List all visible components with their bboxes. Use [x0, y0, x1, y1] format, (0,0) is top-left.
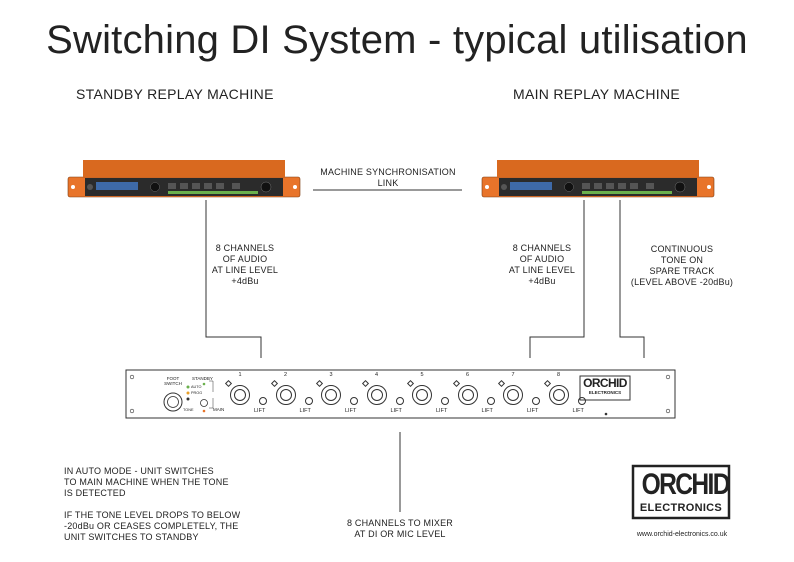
sync-link-line2: LINK — [377, 178, 399, 188]
main-audio-label: 8 CHANNELS OF AUDIO AT LINE LEVEL +4dBu — [487, 243, 597, 287]
sync-link-label: MACHINE SYNCHRONISATION LINK — [305, 167, 471, 189]
orchid-logo-bottom: ELECTRONICS — [639, 502, 723, 514]
main-audio-line2: OF AUDIO — [519, 254, 565, 264]
standby-audio-label: 8 CHANNELS OF AUDIO AT LINE LEVEL +4dBu — [190, 243, 300, 287]
xlr-inner-ring — [461, 389, 474, 401]
lift-label: LIFT — [390, 408, 402, 414]
auto-note-line4: IF THE TONE LEVEL DROPS TO BELOW — [64, 510, 241, 520]
tone-line4: (LEVEL ABOVE -20dBu) — [630, 277, 734, 287]
foot-switch-jack — [163, 392, 183, 412]
mixer-line1: 8 CHANNELS TO MIXER — [347, 518, 453, 528]
foot-switch-label-line2: SWITCH — [164, 381, 182, 386]
xlr-inner-ring — [370, 389, 383, 401]
orchid-logo-top: ORCHID — [641, 468, 731, 501]
xlr-inner-ring — [234, 389, 246, 401]
auto-note-line3: IS DETECTED — [64, 488, 126, 498]
tone-line — [619, 200, 645, 358]
channel-number: 1 — [238, 372, 242, 378]
xlr-inner-ring — [325, 389, 337, 401]
lift-switch — [259, 397, 267, 405]
auto-note-line6: UNIT SWITCHES TO STANDBY — [64, 532, 199, 542]
main-audio-line — [529, 200, 585, 358]
standby-audio-line4: +4dBu — [231, 276, 259, 286]
standby-machine-label: STANDBY REPLAY MACHINE — [76, 86, 274, 102]
xlr-connector — [503, 385, 523, 405]
mixer-line2: AT DI OR MIC LEVEL — [354, 529, 446, 539]
connection-lines — [205, 189, 645, 512]
xlr-connector — [230, 385, 250, 405]
xlr-connector — [321, 385, 341, 405]
prog-indicator-label: PROG — [191, 391, 203, 395]
standby-replay-machine — [67, 160, 301, 198]
lift-label: LIFT — [481, 408, 493, 414]
auto-note-line1: IN AUTO MODE - UNIT SWITCHES — [64, 466, 214, 476]
auto-note-line2: TO MAIN MACHINE WHEN THE TONE — [64, 477, 229, 487]
lift-label: LIFT — [254, 408, 266, 414]
tone-line2: TONE ON — [660, 255, 704, 265]
xlr-inner-ring — [507, 389, 519, 401]
channel-number: 3 — [329, 372, 333, 378]
xlr-inner-ring — [552, 389, 565, 401]
di-unit-panel — [125, 369, 676, 419]
xlr-connector — [457, 385, 478, 405]
di-unit-logo-box — [579, 375, 631, 401]
lift-label: LIFT — [527, 408, 539, 414]
main-audio-line1: 8 CHANNELS — [512, 243, 572, 253]
lift-label: LIFT — [436, 408, 448, 414]
standby-audio-line1: 8 CHANNELS — [215, 243, 275, 253]
foot-switch-label: FOOT SWITCH — [160, 376, 186, 386]
auto-mode-note: IN AUTO MODE - UNIT SWITCHES TO MAIN MAC… — [64, 466, 264, 543]
auto-indicator-label: AUTO — [191, 385, 202, 389]
channel-number: 2 — [283, 372, 288, 378]
standby-indicator-label: STANDBY — [192, 376, 213, 381]
channel-number: 5 — [420, 372, 424, 378]
main-audio-line4: +4dBu — [528, 276, 556, 286]
auto-note-line5: -20dBu OR CEASES COMPLETELY, THE — [64, 521, 239, 531]
lift-switch — [577, 397, 586, 405]
tone-label: CONTINUOUS TONE ON SPARE TRACK (LEVEL AB… — [622, 244, 742, 288]
website-link[interactable]: www.orchid-electronics.co.uk — [636, 531, 728, 538]
tone-indicator-label: TONE — [183, 408, 194, 412]
xlr-connector — [412, 385, 432, 405]
lift-label: LIFT — [345, 408, 357, 414]
main-machine-label: MAIN REPLAY MACHINE — [513, 86, 680, 102]
foot-switch-label-line1: FOOT — [166, 376, 180, 381]
lift-switch — [304, 397, 313, 405]
channel-number: 7 — [511, 372, 515, 378]
sync-link-line1: MACHINE SYNCHRONISATION — [320, 167, 456, 177]
channel-number: 8 — [556, 372, 561, 378]
standby-audio-line2: OF AUDIO — [222, 254, 268, 264]
xlr-inner-ring — [416, 389, 428, 401]
main-replay-machine — [481, 160, 715, 198]
di-unit-brand-bottom: ELECTRONICS — [588, 390, 622, 395]
lift-label: LIFT — [299, 408, 311, 414]
standby-audio-line3: AT LINE LEVEL — [211, 265, 279, 275]
tone-line3: SPARE TRACK — [649, 266, 715, 276]
lift-switch — [350, 397, 358, 405]
lift-switch — [441, 397, 449, 405]
xlr-inner-ring — [279, 389, 292, 401]
lift-label: LIFT — [572, 408, 584, 414]
main-audio-line3: AT LINE LEVEL — [508, 265, 576, 275]
channel-number: 4 — [374, 372, 379, 378]
xlr-connector — [548, 385, 569, 405]
standby-audio-line — [205, 200, 262, 358]
di-unit-brand-top: ORCHID — [583, 376, 627, 390]
main-indicator-label: MAIN — [213, 407, 225, 412]
xlr-connector — [275, 385, 296, 405]
lift-switch — [532, 397, 540, 405]
orchid-logo-box — [631, 464, 731, 520]
channel-number: 6 — [465, 372, 470, 378]
tone-line1: CONTINUOUS — [650, 244, 714, 254]
xlr-connector — [366, 385, 387, 405]
page-title: Switching DI System - typical utilisatio… — [46, 18, 748, 62]
lift-switch — [395, 397, 404, 405]
lift-switch — [486, 397, 495, 405]
mixer-label: 8 CHANNELS TO MIXER AT DI OR MIC LEVEL — [320, 518, 480, 540]
